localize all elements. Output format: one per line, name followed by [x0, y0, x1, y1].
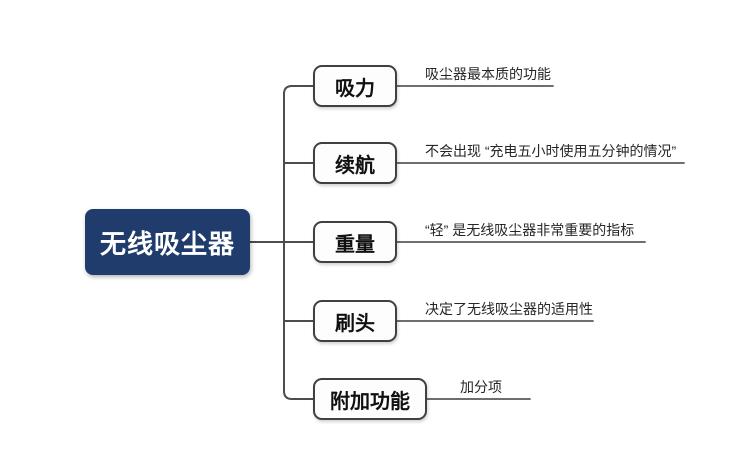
root-node[interactable]: 无线吸尘器	[85, 209, 250, 275]
note-battery-life[interactable]: 不会出现 “充电五小时使用五分钟的情况”	[425, 143, 677, 159]
branch-node-extra-features[interactable]: 附加功能	[313, 378, 427, 420]
note-weight[interactable]: “轻” 是无线吸尘器非常重要的指标	[425, 222, 635, 238]
note-brush-head[interactable]: 决定了无线吸尘器的适用性	[425, 301, 593, 317]
branch-node-weight[interactable]: 重量	[313, 221, 397, 263]
branch-node-brush-head[interactable]: 刷头	[313, 300, 397, 342]
branch-node-suction[interactable]: 吸力	[313, 65, 397, 107]
branch-node-battery-life[interactable]: 续航	[313, 142, 397, 184]
note-suction[interactable]: 吸尘器最本质的功能	[425, 66, 551, 82]
note-extra-features[interactable]: 加分项	[460, 379, 502, 395]
spine-line	[283, 85, 314, 400]
